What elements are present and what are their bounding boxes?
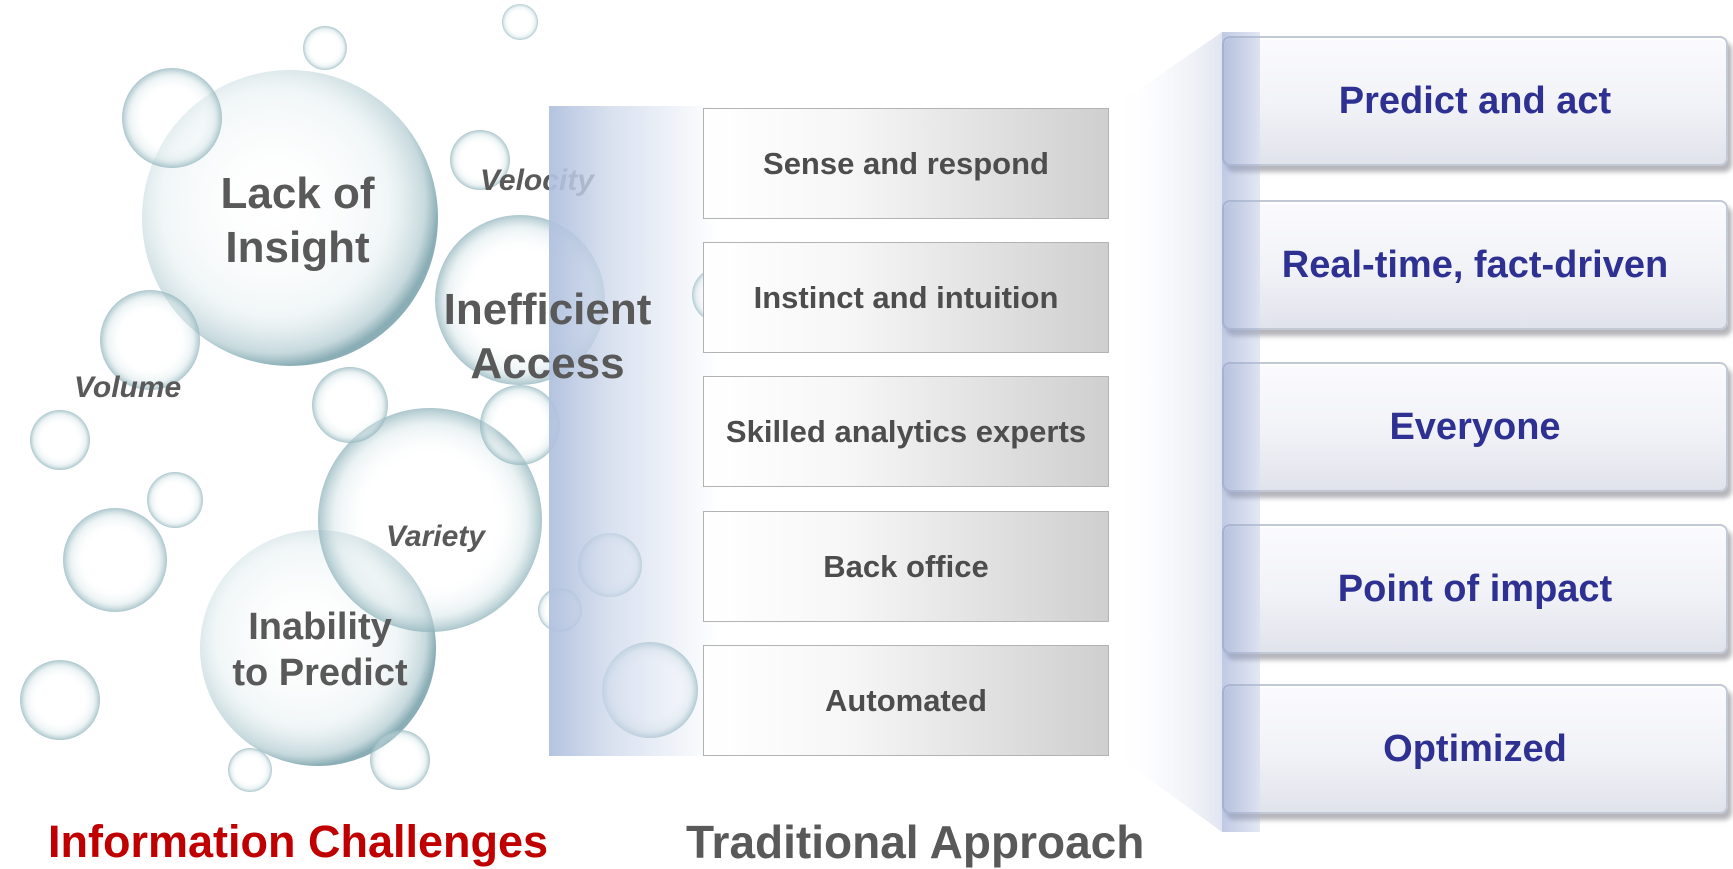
inefficient-access-label: Inefficient Access <box>425 283 670 391</box>
traditional-item-label: Back office <box>823 548 989 584</box>
inability-to-predict-label: Inability to Predict <box>200 604 440 696</box>
inability-line-1: Inability <box>248 606 392 648</box>
lack-of-insight-line-1: Lack of <box>220 169 375 218</box>
traditional-item: Back office <box>703 511 1109 622</box>
new-approach-item: Everyone <box>1222 362 1728 492</box>
traditional-item: Skilled analytics experts <box>703 376 1109 487</box>
inability-line-2: to Predict <box>232 652 408 694</box>
inefficient-access-line-1: Inefficient <box>443 285 652 334</box>
volume-label: Volume <box>74 371 182 404</box>
traditional-approach-title: Traditional Approach <box>686 816 1145 868</box>
new-approach-item-label: Optimized <box>1383 727 1567 770</box>
traditional-item-label: Automated <box>825 682 987 718</box>
new-approach-item: Predict and act <box>1222 36 1728 166</box>
new-approach-item-label: Point of impact <box>1337 567 1613 610</box>
traditional-item-label: Skilled analytics experts <box>725 413 1087 449</box>
traditional-item: Automated <box>703 645 1109 756</box>
variety-label: Variety <box>386 520 485 553</box>
traditional-item: Sense and respond <box>703 108 1109 219</box>
new-approach-item: Optimized <box>1222 684 1728 814</box>
new-approach-item: Point of impact <box>1222 524 1728 654</box>
new-approach-item-label: Predict and act <box>1338 79 1612 122</box>
traditional-band <box>549 106 719 756</box>
new-approach-accent-bar <box>1222 32 1260 832</box>
new-approach-item-label: Real-time, fact-driven <box>1281 243 1669 286</box>
traditional-item: Instinct and intuition <box>703 242 1109 353</box>
traditional-item-label: Instinct and intuition <box>753 279 1059 315</box>
new-approach-item: Real-time, fact-driven <box>1222 200 1728 330</box>
new-approach-item-label: Everyone <box>1389 405 1561 448</box>
inefficient-access-line-2: Access <box>470 339 625 388</box>
lack-of-insight-label: Lack of Insight <box>185 167 410 275</box>
lack-of-insight-line-2: Insight <box>225 223 370 272</box>
traditional-item-label: Sense and respond <box>763 145 1049 181</box>
information-challenges-title: Information Challenges <box>48 816 549 867</box>
